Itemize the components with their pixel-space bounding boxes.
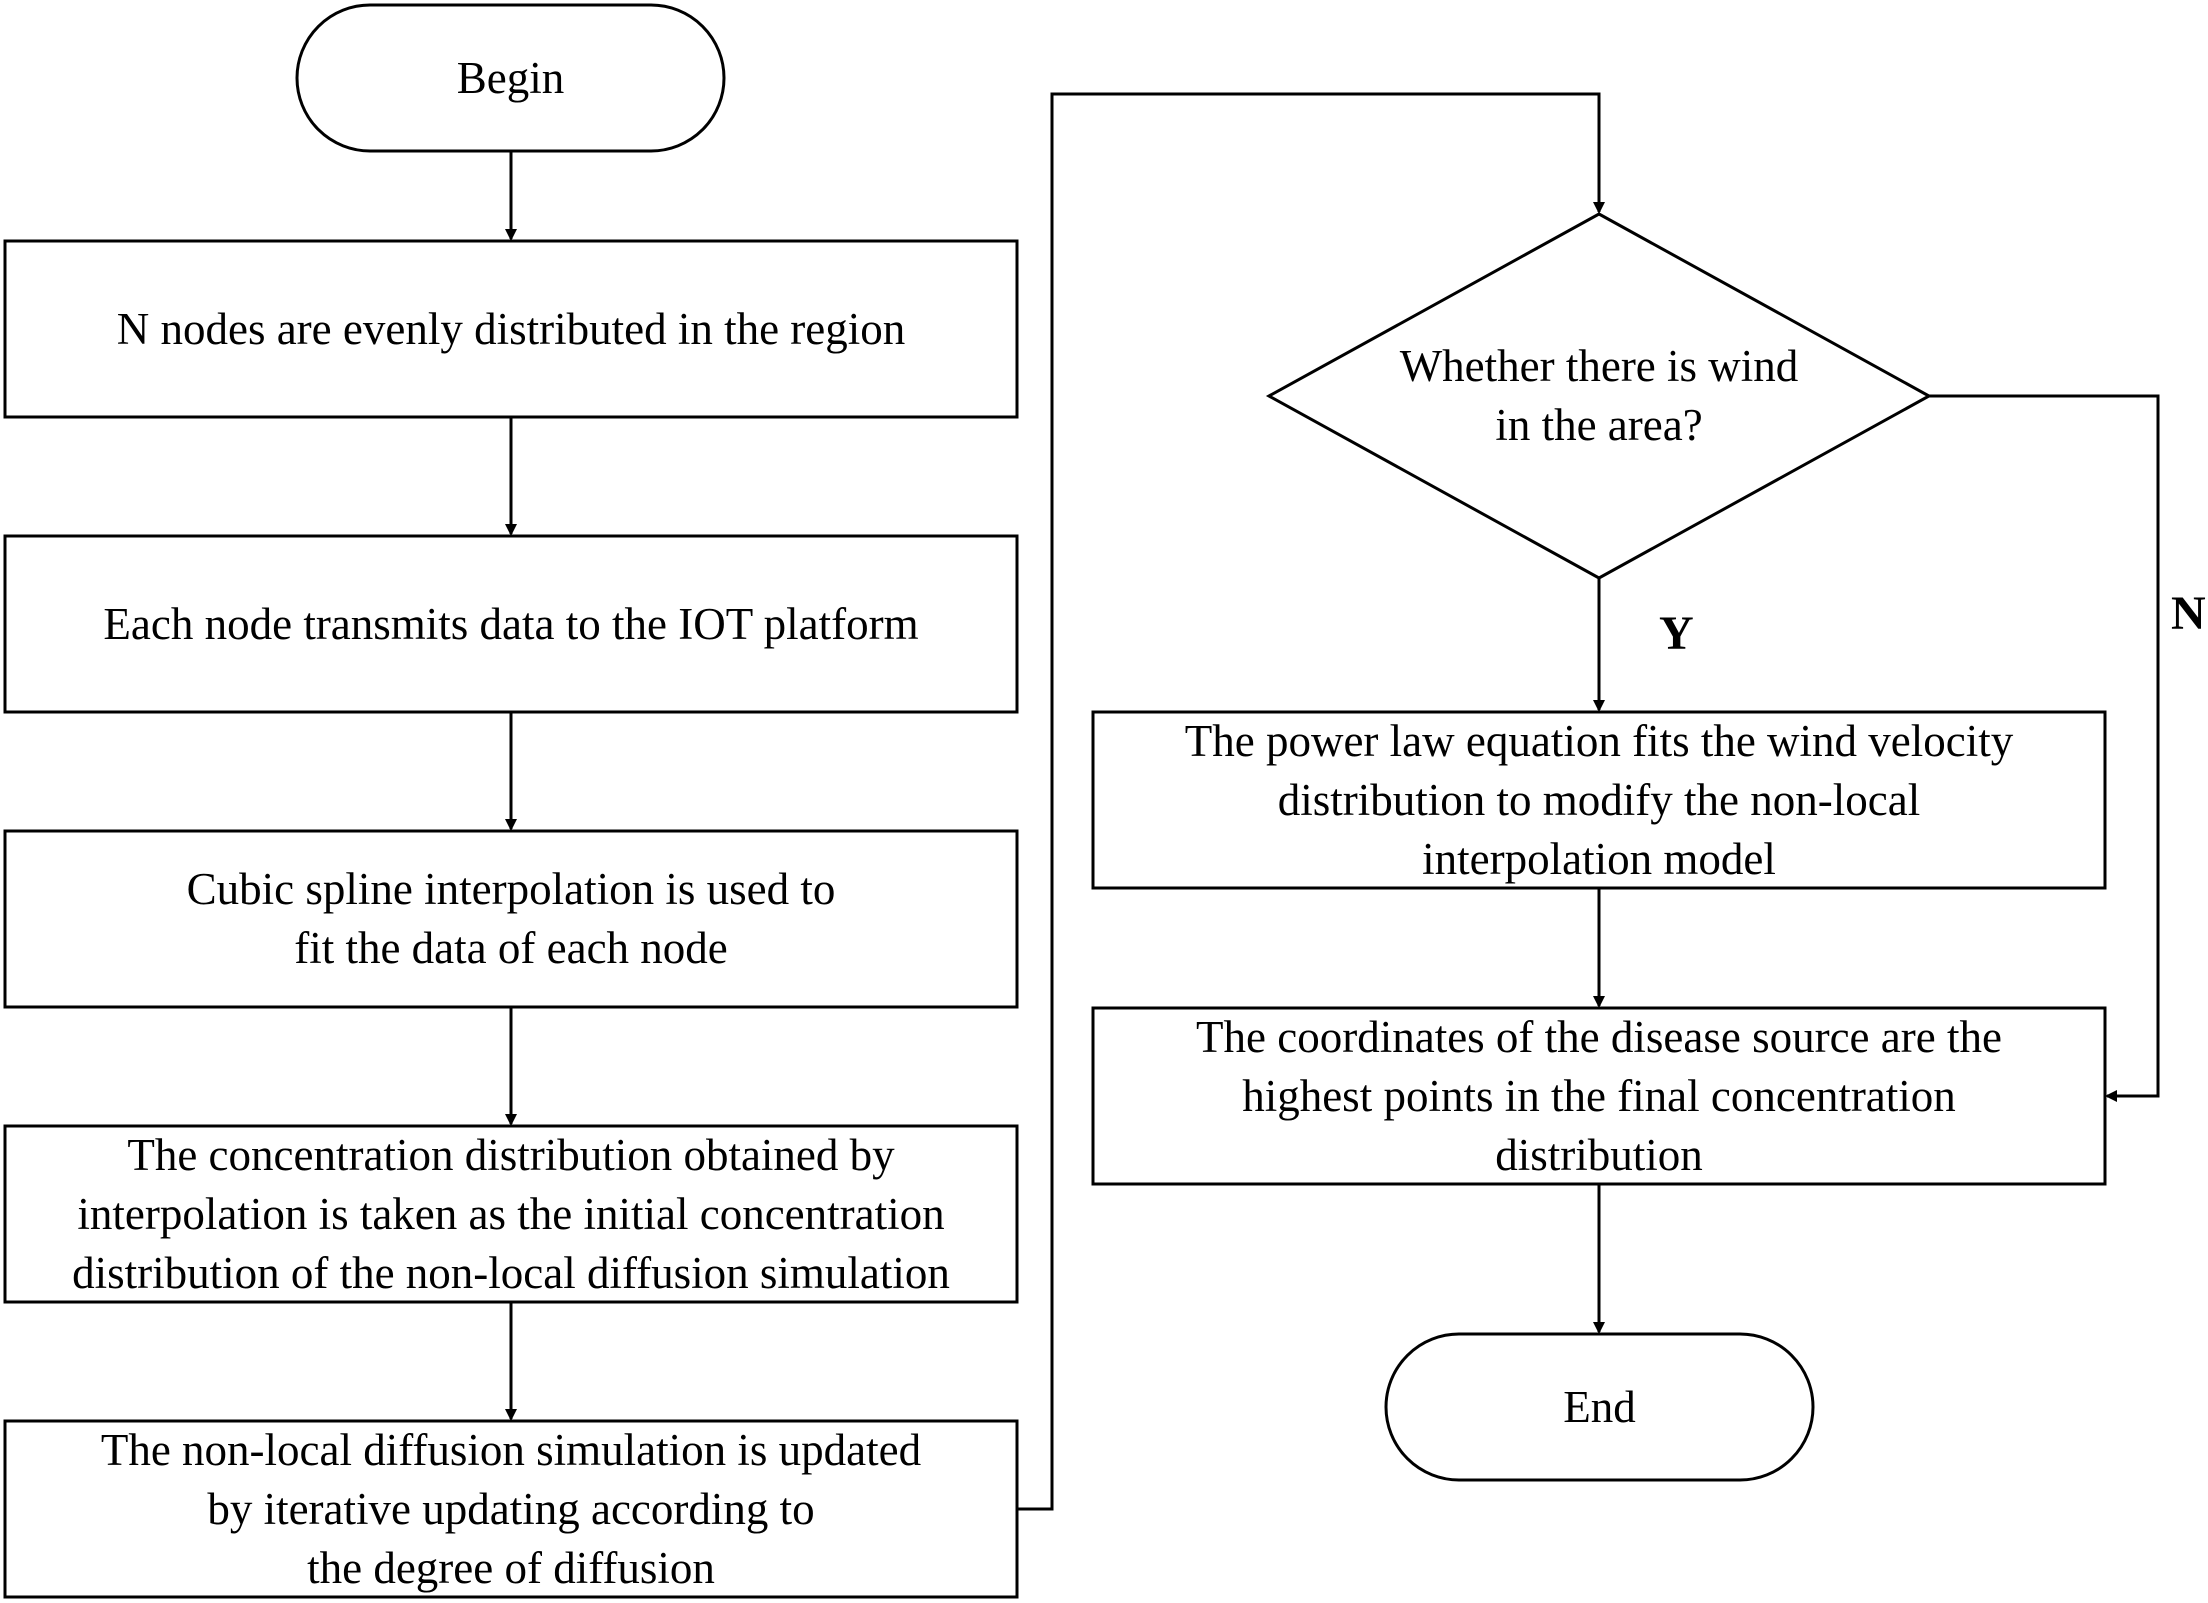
end-terminal: [1384, 1332, 1815, 1482]
step5-label: The non-local diffusion simulation is up…: [100, 1424, 922, 1593]
step2-box: [3, 534, 1019, 714]
step4-label: The concentration distribution obtained …: [72, 1129, 950, 1298]
begin-label: Begin: [456, 52, 565, 103]
step3-box: [3, 829, 1019, 1009]
step2-label: Each node transmits data to the IOT plat…: [103, 598, 919, 649]
step4-box: [3, 1124, 1019, 1304]
step7-box: [1091, 1006, 2107, 1186]
arrow-step5-decision: [1017, 92, 1605, 1511]
no-branch-label: N: [2171, 587, 2206, 640]
step6-box: [1091, 710, 2107, 890]
step6-label: The power law equation fits the wind vel…: [1184, 715, 2014, 884]
step5-box: [3, 1419, 1019, 1599]
decision-label: Whether there is wind in the area?: [1399, 341, 1799, 450]
end-label: End: [1563, 1381, 1636, 1432]
step7-label: The coordinates of the disease source ar…: [1196, 1011, 2002, 1180]
step1-box: [3, 239, 1019, 419]
yes-branch-label: Y: [1659, 607, 1694, 660]
step1-label: N nodes are evenly distributed in the re…: [116, 303, 906, 354]
arrow-decision-no: [1929, 394, 2160, 1102]
step3-label: Cubic spline interpolation is used to fi…: [186, 864, 836, 973]
